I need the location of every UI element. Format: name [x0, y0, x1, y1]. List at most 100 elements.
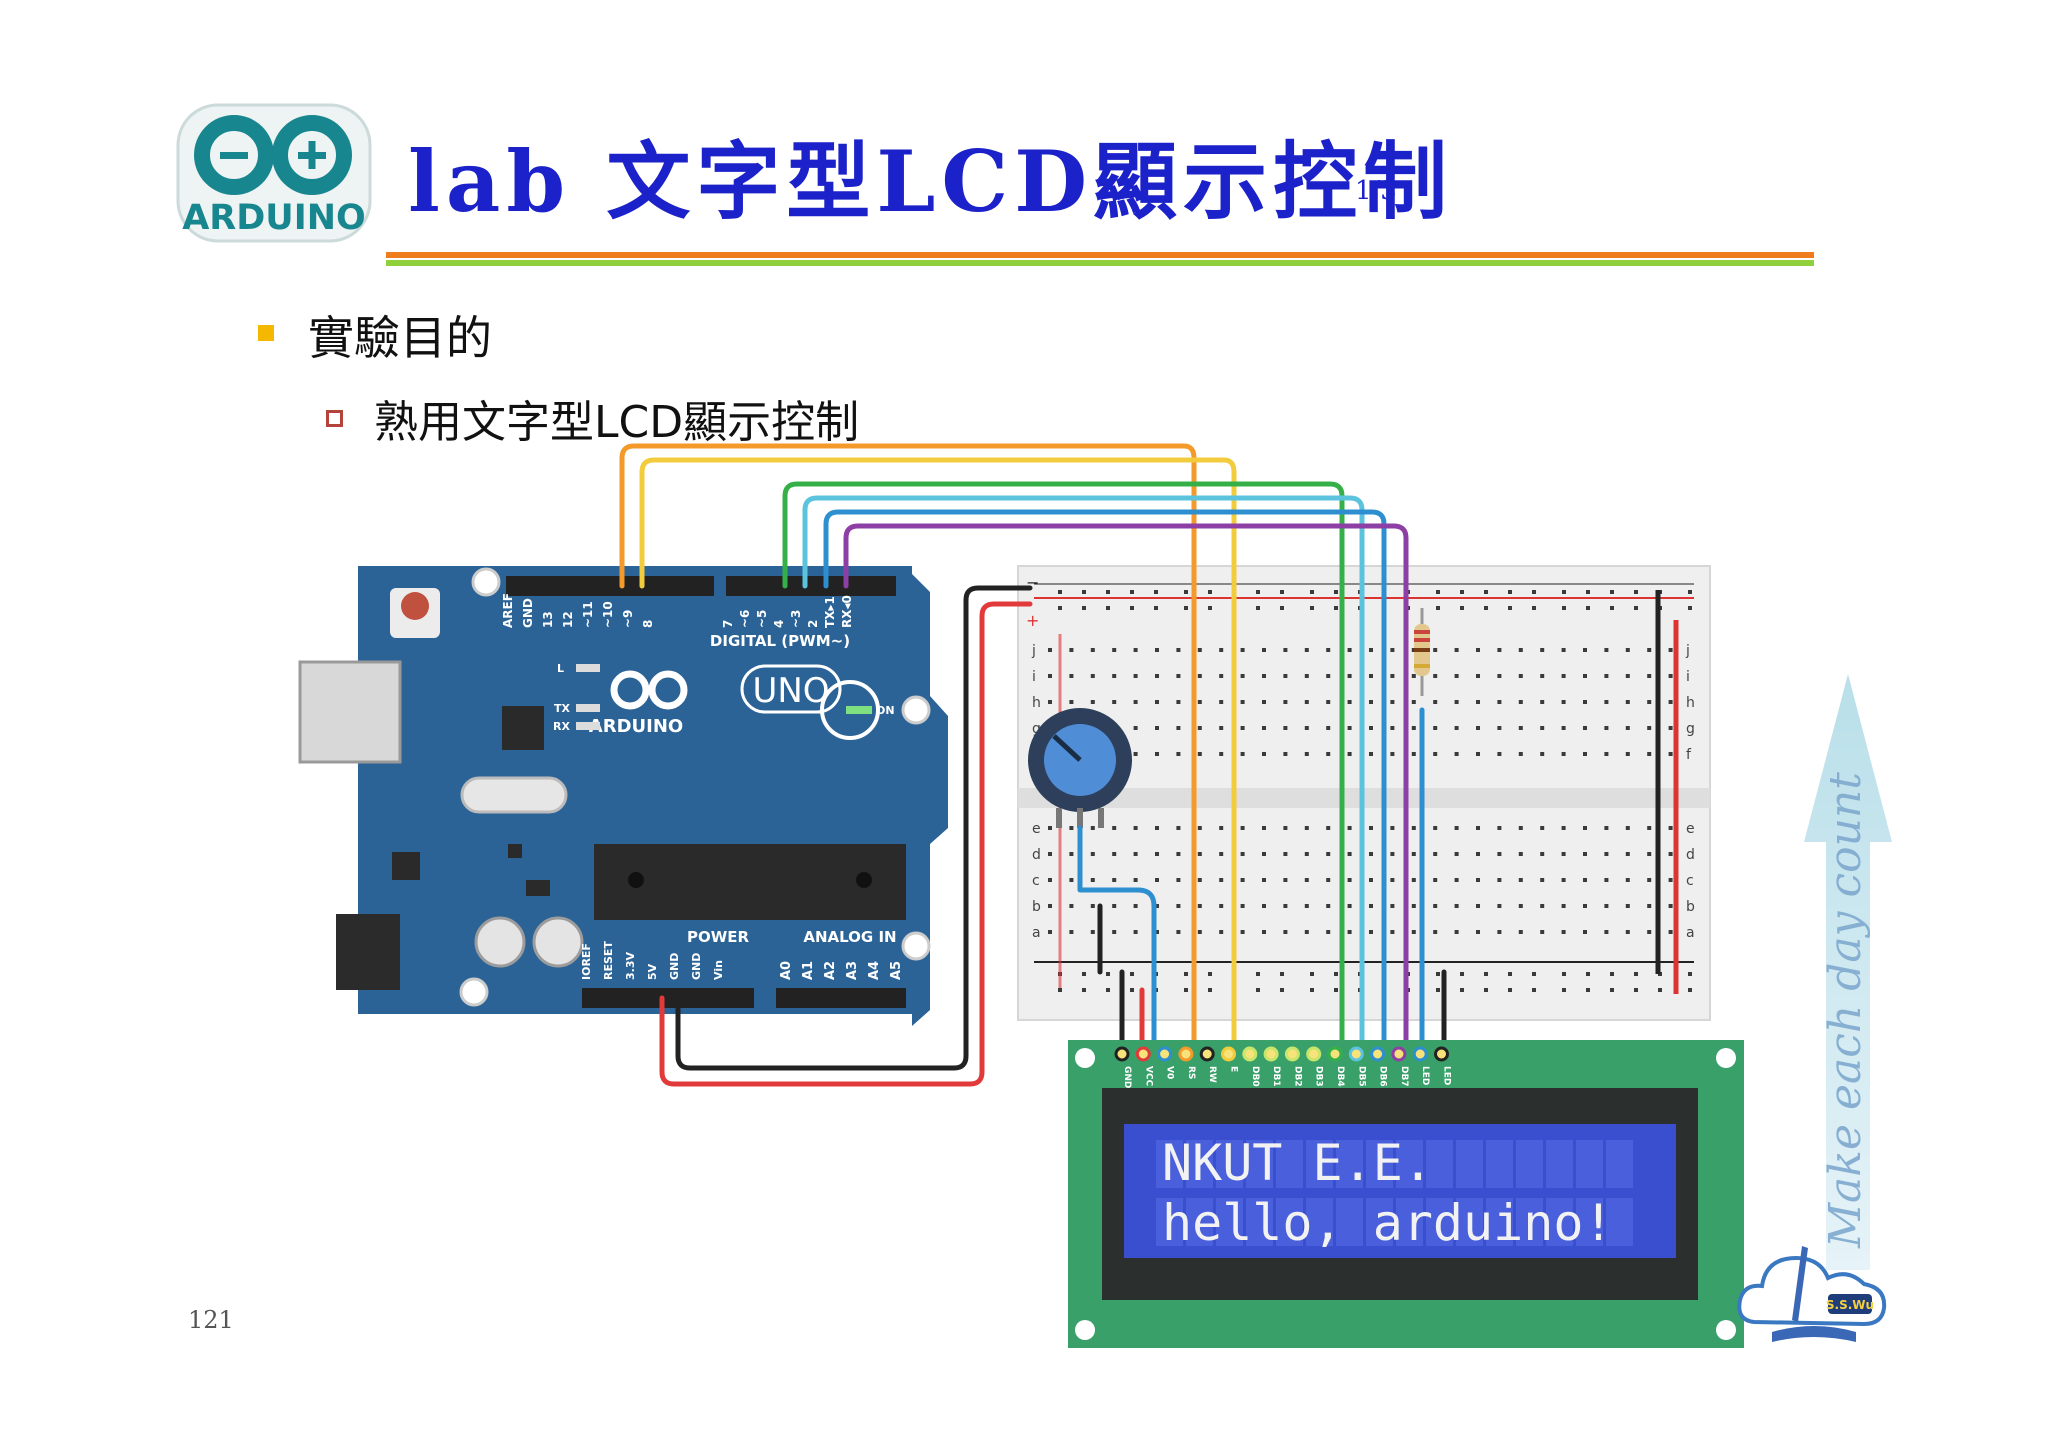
analog-pin-labels: A0 A1 A2 A3 A4 A5: [779, 961, 904, 980]
board-model: UNO: [752, 671, 829, 711]
lcd-pin-label: LED: [1420, 1066, 1430, 1085]
lcd-pin-label: DB4: [1335, 1066, 1345, 1087]
title-rule-orange: [386, 252, 1814, 258]
board-pin-label: A3: [845, 961, 860, 980]
board-pin-label: IOREF: [580, 943, 593, 980]
board-pin-label: AREF: [501, 593, 515, 628]
on-label: ON: [876, 704, 895, 717]
wiring-diagram: ARDUINO UNO DIGITAL (PWM~) POWER ANALOG …: [298, 443, 1744, 1348]
lcd-pin: [1242, 1046, 1258, 1062]
tx-label: TX: [554, 702, 571, 715]
lcd-pin: [1391, 1046, 1407, 1062]
board-pin-label: TX▸1: [823, 596, 837, 628]
lcd-pin: [1157, 1046, 1173, 1062]
breadboard-row-label: a: [1686, 925, 1695, 941]
power-label: POWER: [687, 928, 750, 946]
resistor: [1414, 608, 1430, 696]
breadboard-row-label: e: [1686, 821, 1695, 837]
watermark-arrow: [1804, 674, 1892, 1270]
breadboard-row-label: a: [1032, 925, 1041, 941]
breadboard-row-label: b: [1032, 899, 1041, 915]
lcd-pin-label: DB3: [1314, 1066, 1324, 1087]
watermark-motto: Make each day count: [1820, 772, 1871, 1248]
lcd-pin: [1199, 1046, 1215, 1062]
board-pin-label: 12: [561, 611, 575, 628]
arduino-uno-board: ARDUINO UNO DIGITAL (PWM~) POWER ANALOG …: [298, 566, 948, 1026]
board-pin-label: A5: [889, 961, 904, 980]
board-pin-label: ~3: [789, 610, 803, 628]
page-fraction: 1/3: [1355, 176, 1397, 206]
lcd-pin: [1178, 1046, 1194, 1062]
arduino-logo: ARDUINO: [176, 103, 372, 243]
board-pin-label: 3.3V: [624, 952, 637, 980]
lcd-pin: [1434, 1046, 1449, 1062]
bullet-level2: 熟用文字型LCD顯示控制: [374, 397, 860, 448]
breadboard-row-label: c: [1686, 873, 1694, 889]
board-pin-label: 5V: [646, 963, 659, 980]
board-pin-label: 13: [541, 611, 555, 628]
lcd-pin: [1412, 1046, 1428, 1062]
breadboard-row-label: f: [1686, 747, 1692, 763]
breadboard-row-label: e: [1032, 821, 1041, 837]
lcd-line-2: hello, arduino!: [1162, 1194, 1614, 1252]
lcd-pin-label: V0: [1165, 1066, 1175, 1079]
lcd-pin-label: DB2: [1292, 1066, 1302, 1087]
board-pin-label: ~11: [581, 601, 595, 628]
lcd-pin-label: RS: [1186, 1066, 1196, 1079]
lcd-pin-label: DB5: [1356, 1066, 1366, 1087]
lcd-character-cells: [1156, 1140, 1633, 1246]
lcd-pin: [1263, 1046, 1279, 1062]
wires: [619, 443, 1447, 1087]
bullet-level1: 實驗目的: [308, 311, 492, 365]
board-pin-label: GND: [690, 953, 703, 980]
board-pin-label: 2: [806, 620, 820, 628]
board-pin-label: RX◂0: [840, 595, 854, 628]
breadboard-holes: [1048, 590, 1692, 992]
board-pin-label: GND: [668, 953, 681, 980]
board-pin-label: A4: [867, 961, 882, 980]
lcd-pin-label: DB7: [1399, 1066, 1409, 1087]
slide-title: lab 文字型LCD顯示控制: [408, 132, 1454, 231]
lcd-pin: [1370, 1046, 1386, 1062]
breadboard-row-label: g: [1032, 721, 1041, 737]
board-pin-label: ~5: [755, 610, 769, 628]
lcd-pin: [1348, 1046, 1364, 1062]
potentiometer: [1028, 708, 1132, 828]
lcd-pin-label: DB0: [1250, 1066, 1260, 1087]
author-text: S.S.Wu: [1826, 1298, 1874, 1312]
board-pin-label: ~10: [601, 601, 615, 628]
lcd-pin-label: RW: [1207, 1066, 1217, 1083]
board-pin-label: A0: [779, 961, 794, 980]
lcd-pin: [1327, 1046, 1343, 1062]
breadboard-row-label: g: [1686, 721, 1695, 737]
board-pin-label: A2: [823, 961, 838, 980]
board-pin-label: RESET: [602, 941, 615, 980]
lcd-pin: [1135, 1046, 1151, 1062]
lcd-pin-label: VCC: [1143, 1066, 1153, 1087]
lcd-pin-label: DB1: [1271, 1066, 1281, 1087]
author-logo: S.S.Wu: [1737, 1246, 1887, 1342]
rx-label: RX: [553, 720, 570, 733]
board-pin-label: A1: [801, 961, 816, 980]
rail-plus-label: +: [1026, 611, 1039, 630]
lcd-line-1: NKUT E.E.: [1162, 1134, 1433, 1192]
digital-label: DIGITAL (PWM~): [710, 632, 850, 650]
breadboard-row-label: j: [1031, 643, 1036, 659]
board-pin-label: ~6: [738, 610, 752, 628]
board-pin-label: 8: [641, 620, 655, 628]
logo-text: ARDUINO: [182, 198, 366, 238]
lcd-pin-label: LED: [1442, 1066, 1452, 1085]
lcd-pin-label: E: [1229, 1066, 1239, 1072]
breadboard-row-label: b: [1686, 899, 1695, 915]
breadboard-row-label: d: [1686, 847, 1695, 863]
lcd-pin: [1221, 1046, 1236, 1062]
title-rule-green: [386, 260, 1814, 266]
bullet-hollow-square-icon: [326, 410, 343, 427]
breadboard-row-label: d: [1032, 847, 1041, 863]
lcd-pin: [1284, 1046, 1300, 1062]
board-pin-label: 4: [772, 620, 786, 628]
l-label: L: [557, 662, 564, 675]
